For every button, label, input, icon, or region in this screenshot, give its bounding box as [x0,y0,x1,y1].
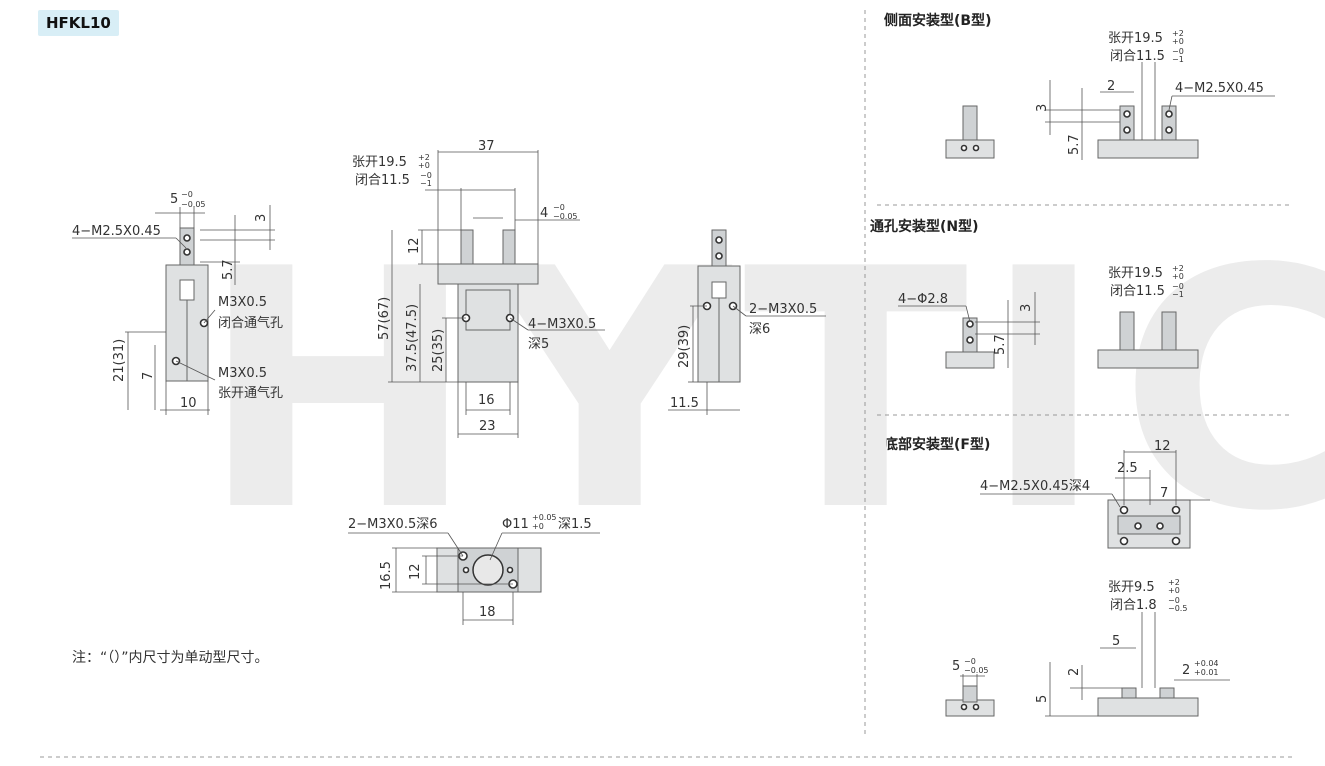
dimension-label: M3X0.5 [218,366,267,381]
bottom-view: 2−M3X0.5深6 Φ11 +0.05 +0 深1.5 16.5 12 18 [348,513,600,625]
dimension-label: 张开19.5 [352,155,407,170]
dimension-label: 5 [1112,634,1120,649]
dimension-label: −0.5 [1168,604,1187,613]
front-view: 37 张开19.5 +2 +0 闭合11.5 −0 −1 4 −0 −0.05 … [352,139,605,438]
side-view-left: 5 −0 −0.05 3 5.7 4−M2.5X0.45 M3X0.5 闭合通气… [72,190,283,415]
dimension-label: 5 [952,659,960,674]
dimension-label: −0 [181,190,193,199]
side-view-right: 2−M3X0.5 深6 29(39) 11.5 [668,229,826,415]
dimension-label: 张开通气孔 [218,385,283,401]
dimension-label: 4 [540,206,548,221]
dimension-label: −0 [964,657,976,666]
section-title-n: 通孔安装型(N型) [870,219,979,235]
dimension-label: −1 [1172,55,1184,64]
dimension-label: −0.05 [181,200,206,209]
dimension-label: 10 [180,396,197,411]
dimension-label: +0 [1172,272,1184,281]
dimension-label: 29(39) [677,325,692,368]
dimension-label: 张开9.5 [1108,580,1155,595]
dimension-label: 12 [1154,439,1171,454]
dimension-label: 18 [479,605,496,620]
dimension-label: +0 [1168,586,1180,595]
dimension-label: +0 [418,161,430,170]
dimension-label: 4−M3X0.5 [528,317,596,332]
dimension-label: 5 [170,192,178,207]
dimension-label: 2 [1182,663,1190,678]
dimension-label: −1 [420,179,432,188]
section-title-b: 侧面安装型(B型) [884,13,992,29]
dimension-label: 4−Φ2.8 [898,292,948,307]
dimension-label: 5.7 [993,334,1008,355]
dimension-label: −0 [1172,282,1184,291]
label-m25-left: 4−M2.5X0.45 [72,224,161,239]
dimension-label: 5.7 [221,259,236,280]
dimension-label: 3 [1035,104,1050,112]
dimension-label: 闭合11.5 [355,173,410,188]
dimension-label: +0.01 [1194,668,1219,677]
dimension-label: +2 [1172,29,1184,38]
dimension-label: 2−M3X0.5 [749,302,817,317]
dimension-label: 3 [1019,304,1034,312]
dimension-label: −0 [1168,596,1180,605]
dimension-label: −0 [420,171,432,180]
dimension-label: +0 [532,522,544,531]
dimension-label: 23 [479,419,496,434]
footnote: 注：“（）”内尺寸为单动型尺寸。 [72,650,269,666]
dimension-label: +2 [1168,578,1180,587]
dimension-label: 2 [1107,79,1115,94]
dimension-label: 5.7 [1067,134,1082,155]
dimension-label: 11.5 [670,396,699,411]
dimension-label: 12 [407,237,422,254]
dimension-label: 3 [254,214,269,222]
dimension-label: 16 [478,393,495,408]
dimension-label: 闭合11.5 [1110,284,1165,299]
dimension-label: +0.05 [532,513,557,522]
dimension-label: −1 [1172,290,1184,299]
dimension-label: 2−M3X0.5深6 [348,517,438,532]
dimension-label: 深5 [528,337,549,352]
dimension-label: 闭合通气孔 [218,315,283,331]
dimension-label: −0 [553,203,565,212]
dimension-label: 2 [1067,668,1082,676]
dimension-label: −0 [1172,47,1184,56]
section-title-f: 底部安装型(F型) [884,437,991,453]
dimension-label: +0.04 [1194,659,1219,668]
dimension-label: 5 [1035,695,1050,703]
dimension-label: 张开19.5 [1108,266,1163,281]
dimension-label: 张开19.5 [1108,31,1163,46]
dimension-label: 16.5 [379,561,394,590]
n-type-views: 4−Φ2.8 3 5.7 张开19.5 +2 +0 闭合11.5 −0 −1 [898,264,1199,369]
dimension-label: 37.5(47.5) [405,304,420,372]
dimension-label: 12 [408,563,423,580]
f-type-views: 12 2.5 7 4−M2.5X0.45深4 5 −0 −0.05 张开9.5 … [945,439,1230,717]
dimension-label: 25(35) [431,329,446,372]
dimension-label: 4−M2.5X0.45深4 [980,479,1090,494]
dimension-label: 2.5 [1117,461,1138,476]
dimension-label: 7 [141,372,156,380]
dimension-label: 4−M2.5X0.45 [1175,81,1264,96]
dimension-label: +2 [1172,264,1184,273]
dimension-label: −0.05 [964,666,989,675]
dimension-label: 37 [478,139,495,154]
dimension-label: M3X0.5 [218,295,267,310]
dimension-label: Φ11 [502,517,529,532]
dimension-label: 57(67) [377,297,392,340]
dimension-label: 深1.5 [558,517,592,532]
dimension-label: 深6 [749,322,770,337]
dimension-label: −0.05 [553,212,578,221]
dimension-label: 21(31) [112,339,127,382]
model-badge: HFKL10 [38,10,119,36]
dimension-label: +2 [418,153,430,162]
jaw-left-view [179,227,195,269]
dimension-label: 闭合1.8 [1110,598,1157,613]
dimension-label: 闭合11.5 [1110,49,1165,64]
dimension-label: 7 [1160,486,1168,501]
b-type-views: 张开19.5 +2 +0 闭合11.5 −0 −1 2 4−M2.5X0.45 … [945,29,1275,160]
dimension-label: +0 [1172,37,1184,46]
